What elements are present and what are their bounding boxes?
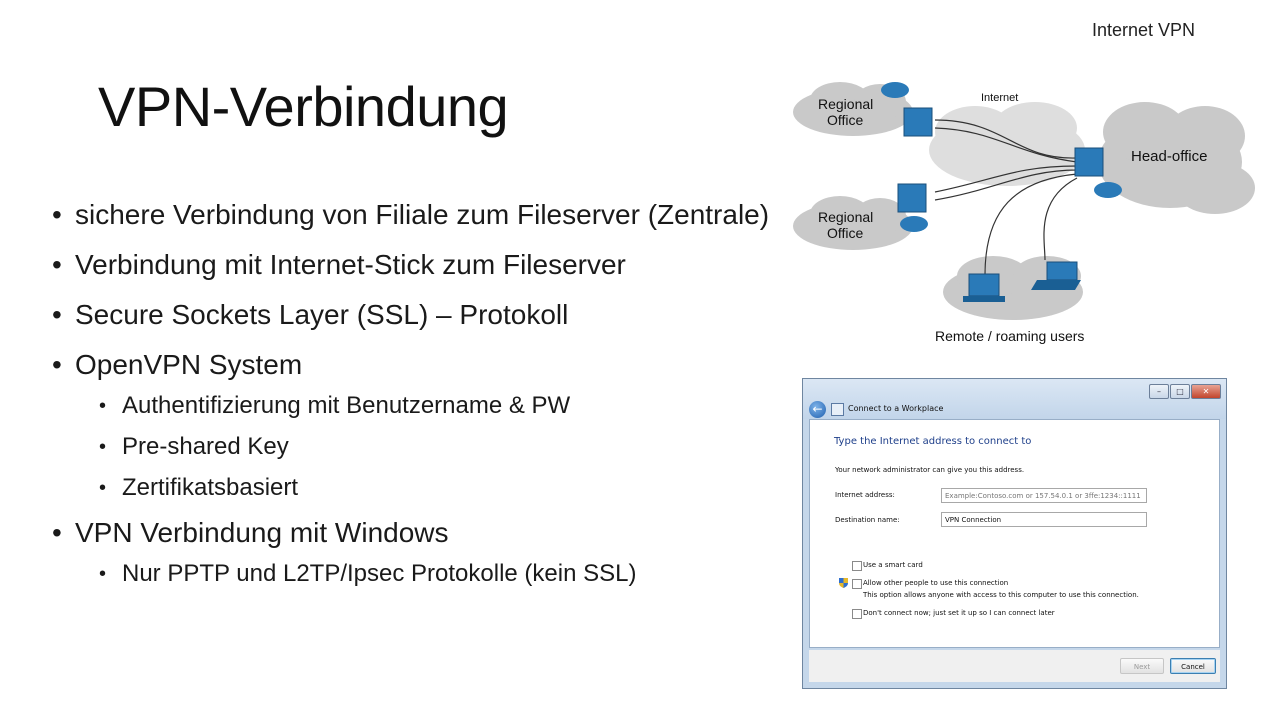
connect-workplace-dialog: – □ ✕ ← Connect to a Workplace Type the … xyxy=(802,378,1227,689)
regional-office-bottom-line2: Office xyxy=(827,225,864,241)
bullet-item: OpenVPN System xyxy=(52,346,772,384)
dialog-body: Type the Internet address to connect to … xyxy=(809,419,1220,648)
dialog-title: Connect to a Workplace xyxy=(848,404,944,413)
close-button[interactable]: ✕ xyxy=(1191,384,1221,399)
remote-users-label: Remote / roaming users xyxy=(935,328,1084,344)
slide-title: VPN-Verbindung xyxy=(98,75,509,138)
smart-card-label: Use a smart card xyxy=(863,561,923,569)
bullet-item: Secure Sockets Layer (SSL) – Protokoll xyxy=(52,296,772,334)
bullet-item: VPN Verbindung mit Windows xyxy=(52,514,772,552)
next-button[interactable]: Next xyxy=(1120,658,1164,674)
link-lines xyxy=(934,119,1078,276)
regional-office-bottom-line1: Regional xyxy=(818,209,873,225)
internet-label: Internet xyxy=(981,92,1018,104)
allow-others-note: This option allows anyone with access to… xyxy=(863,591,1139,599)
destination-name-input[interactable]: VPN Connection xyxy=(941,512,1147,527)
destination-label: Destination name: xyxy=(835,516,900,524)
internet-address-input[interactable]: Example:Contoso.com or 157.54.0.1 or 3ff… xyxy=(941,488,1147,503)
smart-card-checkbox[interactable] xyxy=(852,561,862,571)
device-icons xyxy=(881,82,1122,302)
allow-others-checkbox[interactable] xyxy=(852,579,862,589)
cancel-button[interactable]: Cancel xyxy=(1170,658,1216,674)
intro-text: Your network administrator can give you … xyxy=(835,466,1025,474)
sub-bullet-item: Zertifikatsbasiert xyxy=(99,473,772,503)
regional-office-top-line1: Regional xyxy=(818,96,873,112)
dont-connect-checkbox[interactable] xyxy=(852,609,862,619)
regional-office-top-line2: Office xyxy=(827,112,864,128)
corner-label: Internet VPN xyxy=(1092,20,1196,40)
bullet-item: Verbindung mit Internet-Stick zum Filese… xyxy=(52,246,772,284)
dont-connect-label: Don't connect now; just set it up so I c… xyxy=(863,609,1055,617)
network-icon xyxy=(831,403,844,416)
sub-bullet-item: Nur PPTP und L2TP/Ipsec Protokolle (kein… xyxy=(99,559,772,589)
head-office-label: Head-office xyxy=(1131,148,1207,165)
bullet-item: sichere Verbindung von Filiale zum Files… xyxy=(52,196,772,234)
cloud-shapes xyxy=(793,82,1255,320)
vpn-network-diagram: Internet Regional Office Regional Office… xyxy=(793,82,1255,344)
window-controls: – □ ✕ xyxy=(1149,384,1221,399)
dialog-heading: Type the Internet address to connect to xyxy=(834,436,1032,447)
sub-bullet-item: Pre-shared Key xyxy=(99,432,772,462)
dialog-footer: Next Cancel xyxy=(809,650,1220,682)
back-arrow-icon[interactable]: ← xyxy=(809,401,826,418)
allow-others-label: Allow other people to use this connectio… xyxy=(863,579,1009,587)
sub-bullet-item: Authentifizierung mit Benutzername & PW xyxy=(99,391,772,421)
maximize-button[interactable]: □ xyxy=(1170,384,1190,399)
address-label: Internet address: xyxy=(835,491,895,499)
bullet-list: sichere Verbindung von Filiale zum Files… xyxy=(52,196,772,600)
shield-icon xyxy=(839,578,848,588)
minimize-button[interactable]: – xyxy=(1149,384,1169,399)
